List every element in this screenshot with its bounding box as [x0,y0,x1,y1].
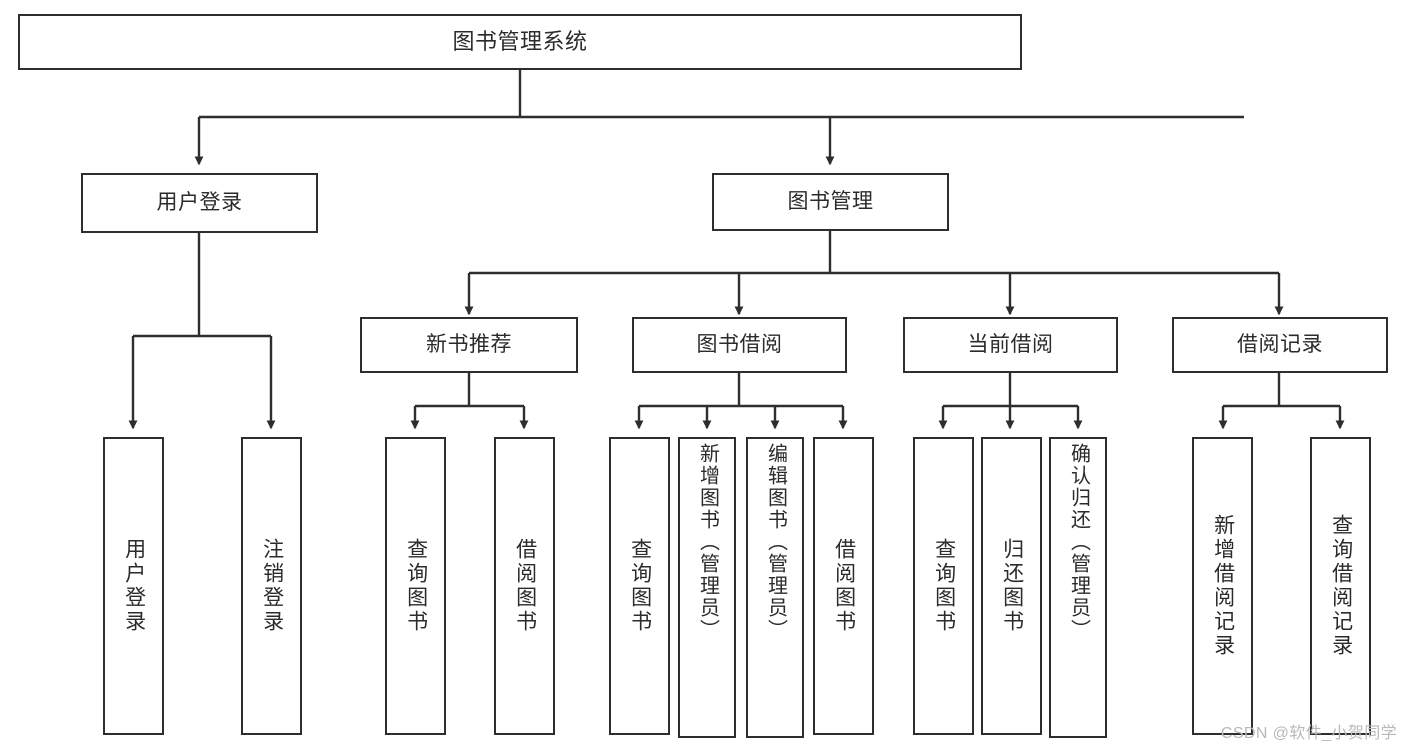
node-current-borrow[interactable]: 当前借阅 [903,317,1118,373]
leaf-book-borrow-edit[interactable]: 编辑图书（管理员） [746,437,804,738]
leaf-user-login-logout[interactable]: 注销登录 [241,437,302,735]
leaf-current-borrow-query[interactable]: 查询图书 [913,437,974,735]
leaf-book-borrow-borrow[interactable]: 借阅图书 [813,437,874,735]
leaf-new-book-borrow[interactable]: 借阅图书 [494,437,555,735]
leaf-borrow-record-add-label: 新增借阅记录 [1211,514,1235,658]
leaf-borrow-record-query[interactable]: 查询借阅记录 [1310,437,1371,735]
node-new-book-recommend[interactable]: 新书推荐 [360,317,578,373]
node-borrow-record[interactable]: 借阅记录 [1172,317,1388,373]
leaf-borrow-record-add[interactable]: 新增借阅记录 [1192,437,1253,735]
csdn-watermark: CSDN @软件_小贺同学 [1220,725,1397,742]
leaf-user-login-logout-label: 注销登录 [260,538,284,634]
leaf-current-borrow-return[interactable]: 归还图书 [981,437,1042,735]
leaf-borrow-record-query-label: 查询借阅记录 [1329,514,1353,658]
leaf-book-borrow-edit-label: 编辑图书（管理员） [764,443,787,641]
node-root-system-label: 图书管理系统 [452,29,588,55]
leaf-book-borrow-add[interactable]: 新增图书（管理员） [678,437,736,738]
node-new-book-recommend-label: 新书推荐 [426,332,512,356]
node-book-manage-label: 图书管理 [787,189,874,213]
node-book-borrow-label: 图书借阅 [696,332,783,356]
leaf-book-borrow-borrow-label: 借阅图书 [832,538,856,634]
leaf-new-book-borrow-label: 借阅图书 [513,538,537,634]
leaf-book-borrow-query-label: 查询图书 [628,538,652,634]
leaf-user-login-login-label: 用户登录 [122,538,146,634]
leaf-current-borrow-confirm-label: 确认归还（管理员） [1067,443,1090,641]
leaf-current-borrow-return-label: 归还图书 [1000,538,1024,634]
node-root-system[interactable]: 图书管理系统 [18,14,1022,70]
leaf-current-borrow-query-label: 查询图书 [932,538,956,634]
leaf-user-login-login[interactable]: 用户登录 [103,437,164,735]
leaf-current-borrow-confirm[interactable]: 确认归还（管理员） [1049,437,1107,738]
node-current-borrow-label: 当前借阅 [967,332,1054,356]
node-user-login-label: 用户登录 [156,190,243,214]
leaf-book-borrow-add-label: 新增图书（管理员） [696,443,719,641]
leaf-new-book-query[interactable]: 查询图书 [385,437,446,735]
node-borrow-record-label: 借阅记录 [1237,332,1323,356]
leaf-new-book-query-label: 查询图书 [404,538,428,634]
node-book-manage[interactable]: 图书管理 [712,173,949,231]
leaf-book-borrow-query[interactable]: 查询图书 [609,437,670,735]
node-user-login[interactable]: 用户登录 [81,173,318,233]
node-book-borrow[interactable]: 图书借阅 [632,317,847,373]
